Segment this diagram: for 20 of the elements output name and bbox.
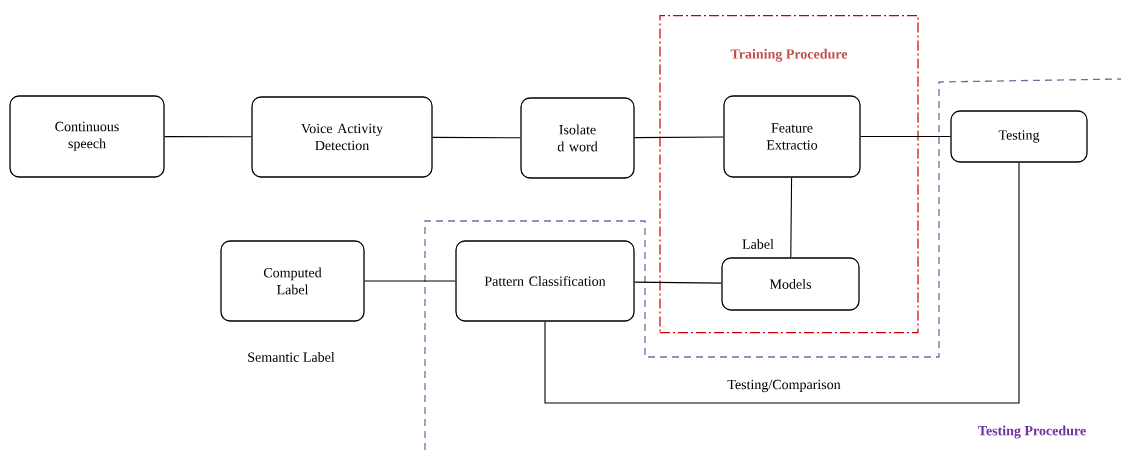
process-box: Isolate d word — [520, 97, 635, 179]
process-box: Pattern Classification — [455, 240, 635, 322]
process-box: Voice Activity Detection — [251, 96, 433, 178]
connector-line — [634, 136, 724, 139]
connector-line — [164, 136, 252, 138]
connector-line — [790, 177, 793, 258]
process-box: Computed Label — [220, 240, 365, 322]
region-title: Testing Procedure — [978, 425, 1086, 439]
edge-label: Testing/Comparison — [726, 378, 842, 394]
edge-label: Label — [741, 238, 775, 250]
connector-line — [860, 135, 951, 138]
note-label: Semantic Label — [248, 352, 335, 362]
connector-line — [634, 281, 722, 284]
process-box: Testing — [950, 110, 1088, 163]
process-box: Models — [721, 257, 860, 311]
process-box: Feature Extractio — [723, 95, 861, 178]
connector-line — [432, 136, 521, 139]
connector-line — [364, 280, 456, 282]
connector-line — [544, 162, 1020, 404]
process-box: Continuous speech — [9, 95, 165, 178]
